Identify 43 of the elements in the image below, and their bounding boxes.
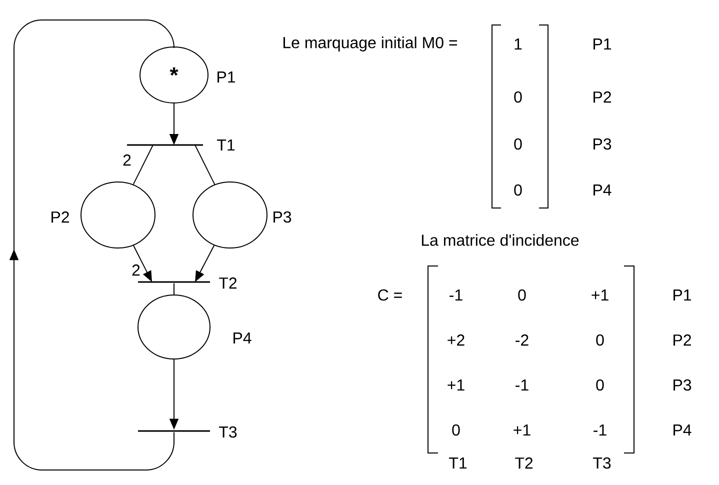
matrix-entry: 0 <box>452 424 460 436</box>
row-label: P3 <box>594 138 612 150</box>
matrix-entry: 1 <box>514 38 522 50</box>
transition-label: T1 <box>217 140 235 150</box>
matrix-entry: 0 <box>514 184 522 196</box>
matrix-entry: 0 <box>514 91 522 103</box>
place-label: P2 <box>52 211 69 223</box>
transition-label: T3 <box>219 426 237 438</box>
matrix-entry: -1 <box>594 424 606 436</box>
row-label: P4 <box>674 424 692 436</box>
place-circle <box>138 294 210 360</box>
matrix-entry: 0 <box>596 379 604 391</box>
edge-label: 2 <box>132 264 140 276</box>
place-circle <box>192 182 268 248</box>
column-label: T1 <box>449 458 467 468</box>
column-label: T2 <box>515 457 533 469</box>
matrix-entry: -1 <box>450 290 462 300</box>
matrix-entry: +1 <box>514 424 530 436</box>
heading-text: La matrice d'incidence <box>422 234 579 246</box>
row-label: P1 <box>674 290 691 300</box>
row-label: P2 <box>594 91 611 103</box>
column-label: T3 <box>593 457 611 469</box>
arrow <box>9 20 174 470</box>
edge-label: 2 <box>123 154 131 166</box>
matrix-entry: -1 <box>516 380 528 390</box>
row-label: P2 <box>674 334 691 346</box>
place-label: P4 <box>234 332 252 344</box>
transition-label: T2 <box>219 277 237 289</box>
matrix-entry: +1 <box>592 290 608 300</box>
matrix-entry: 0 <box>596 334 604 346</box>
row-label: P3 <box>674 379 692 391</box>
place-label: P3 <box>274 211 292 223</box>
row-label: P1 <box>594 38 611 50</box>
matrix-entry: +2 <box>448 334 464 346</box>
row-label: P4 <box>594 184 612 196</box>
matrix-entry: 0 <box>518 289 526 301</box>
heading-text: Le marquage initial M0 = <box>284 36 457 52</box>
matrix-entry: -2 <box>516 334 528 346</box>
matrix-entry: 0 <box>514 138 522 150</box>
place-circle <box>80 182 156 248</box>
place-label: P1 <box>218 72 235 82</box>
matrix-name: C = <box>378 289 402 301</box>
matrix-entry: +1 <box>448 380 464 390</box>
